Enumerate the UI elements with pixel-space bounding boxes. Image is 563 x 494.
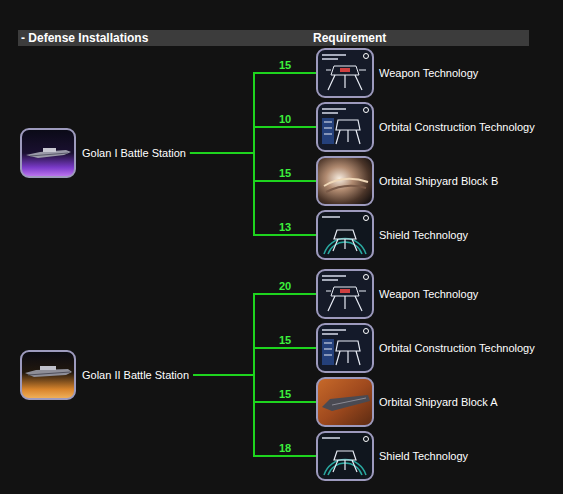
level-number: 18 [270,442,300,454]
section-title: - Defense Installations [21,31,148,45]
requirement-node: Weapon Technology [316,48,482,98]
level-number: 15 [270,59,300,71]
node-label: Shield Technology [379,229,468,241]
requirement-node: Orbital Shipyard Block B [316,156,502,206]
node-label: Orbital Shipyard Block B [379,175,498,187]
requirement-connector [193,294,316,375]
battle-station-node: Golan I Battle Station [20,128,190,178]
header-bar [18,30,529,46]
tech-icon [317,270,373,318]
tech-icon [317,103,373,151]
level-number: 13 [270,221,300,233]
level-number: 20 [270,280,300,292]
requirement-node: Orbital Construction Technology [316,323,539,373]
node-label: Weapon Technology [379,288,478,300]
level-number: 10 [270,113,300,125]
tech-icon [317,49,373,97]
node-label: Golan II Battle Station [82,369,189,381]
node-label: Shield Technology [379,450,468,462]
node-label: Orbital Construction Technology [379,342,535,354]
requirement-connector [193,348,316,375]
requirement-node: Weapon Technology [316,269,482,319]
level-number: 15 [270,167,300,179]
station-icon [21,351,75,399]
shipyard-icon [317,378,373,426]
column-heading: Requirement [313,31,386,45]
node-label: Golan I Battle Station [82,147,186,159]
node-label: Orbital Construction Technology [379,121,535,133]
requirement-node: Shield Technology [316,431,472,481]
requirement-connector [190,127,316,153]
requirement-connector [190,153,316,235]
requirement-node: Orbital Construction Technology [316,102,539,152]
requirement-connector [190,73,316,153]
level-number: 15 [270,388,300,400]
requirement-node: Orbital Shipyard Block A [316,377,502,427]
requirement-connector [190,153,316,181]
tech-icon [317,211,373,259]
tech-icon [317,432,373,480]
node-label: Weapon Technology [379,67,478,79]
requirement-node: Shield Technology [316,210,472,260]
station-icon [21,129,75,177]
tech-icon [317,324,373,372]
requirement-connector [193,375,316,456]
battle-station-node: Golan II Battle Station [20,350,193,400]
node-label: Orbital Shipyard Block A [379,396,498,408]
shipyard-icon [317,157,373,205]
level-number: 15 [270,334,300,346]
